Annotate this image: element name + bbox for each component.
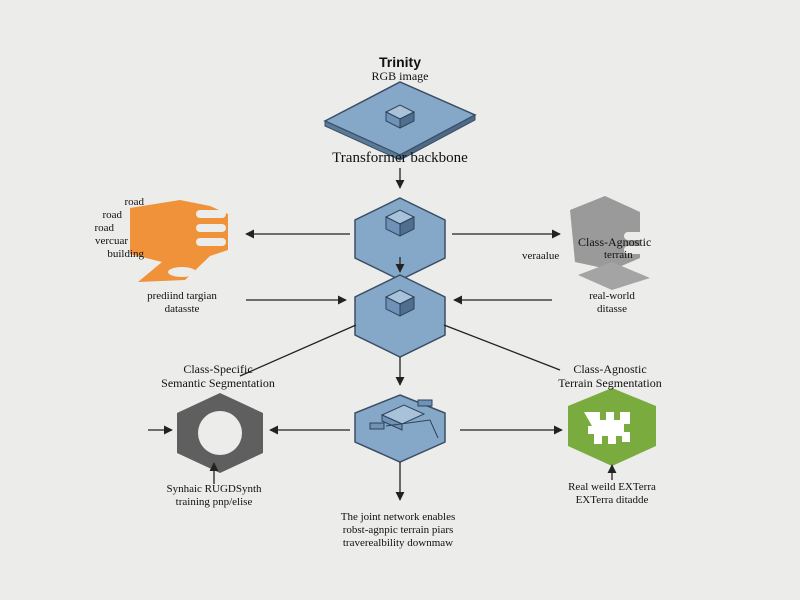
gray-subtitle: terrain: [604, 249, 633, 261]
terrain-caption-1: Real weild EXTerra: [568, 481, 656, 493]
decoder-plate: [354, 394, 446, 463]
semantic-caption-2: training pnp/elise: [175, 496, 253, 508]
terrain-caption-2: EXTerra ditadde: [575, 494, 649, 506]
gray-title: Class-Agnostic: [578, 235, 652, 249]
gray-caption-2: ditasse: [597, 303, 627, 315]
orange-caption-1: prediind targian: [147, 290, 217, 302]
orange-caption-2: datasste: [164, 303, 200, 315]
cube-icon: [384, 289, 416, 317]
bottom-line-3: traverealbility downmaw: [342, 537, 454, 549]
terrain-title-1: Class-Agnostic: [573, 362, 647, 376]
semantic-segmentation-hexagon: [177, 393, 263, 473]
bottom-line-2: robst-agnpic terrain piars: [342, 524, 454, 536]
arrows: [148, 168, 617, 501]
label-road-2: road: [102, 209, 122, 221]
cube-icon: [384, 104, 416, 129]
cube-icon: [384, 209, 416, 237]
semantic-caption-1: Synhaic RUGDSynth: [166, 483, 262, 495]
label-road-3: road: [94, 222, 114, 234]
label-building: building: [107, 248, 144, 260]
rgb-image-plate: [323, 81, 477, 161]
bottom-line-1: The joint network enables: [340, 511, 456, 523]
road-labels: road road road vercuar building: [60, 196, 144, 261]
semantic-title-1: Class-Specific: [183, 362, 253, 376]
label-vercuar: vercuar: [95, 235, 128, 247]
gray-sublabel: veraalue: [522, 250, 560, 262]
rgb-image-label: RGB image: [371, 69, 429, 83]
terrain-segmentation-hexagon: [568, 388, 656, 466]
label-road-1: road: [124, 196, 144, 208]
road-segmentation-shape: [130, 200, 228, 282]
terrain-title-2: Terrain Segmentation: [558, 376, 662, 390]
encoder-hexagon-1: [354, 197, 446, 281]
semantic-title-2: Semantic Segmentation: [161, 376, 275, 390]
gray-caption-1: real-world: [589, 290, 635, 302]
encoder-hexagon-2: [354, 274, 446, 358]
title: Trinity: [378, 54, 422, 70]
terrain-gray-shape: [570, 196, 650, 290]
backbone-label: Transformer backbone: [332, 150, 468, 166]
